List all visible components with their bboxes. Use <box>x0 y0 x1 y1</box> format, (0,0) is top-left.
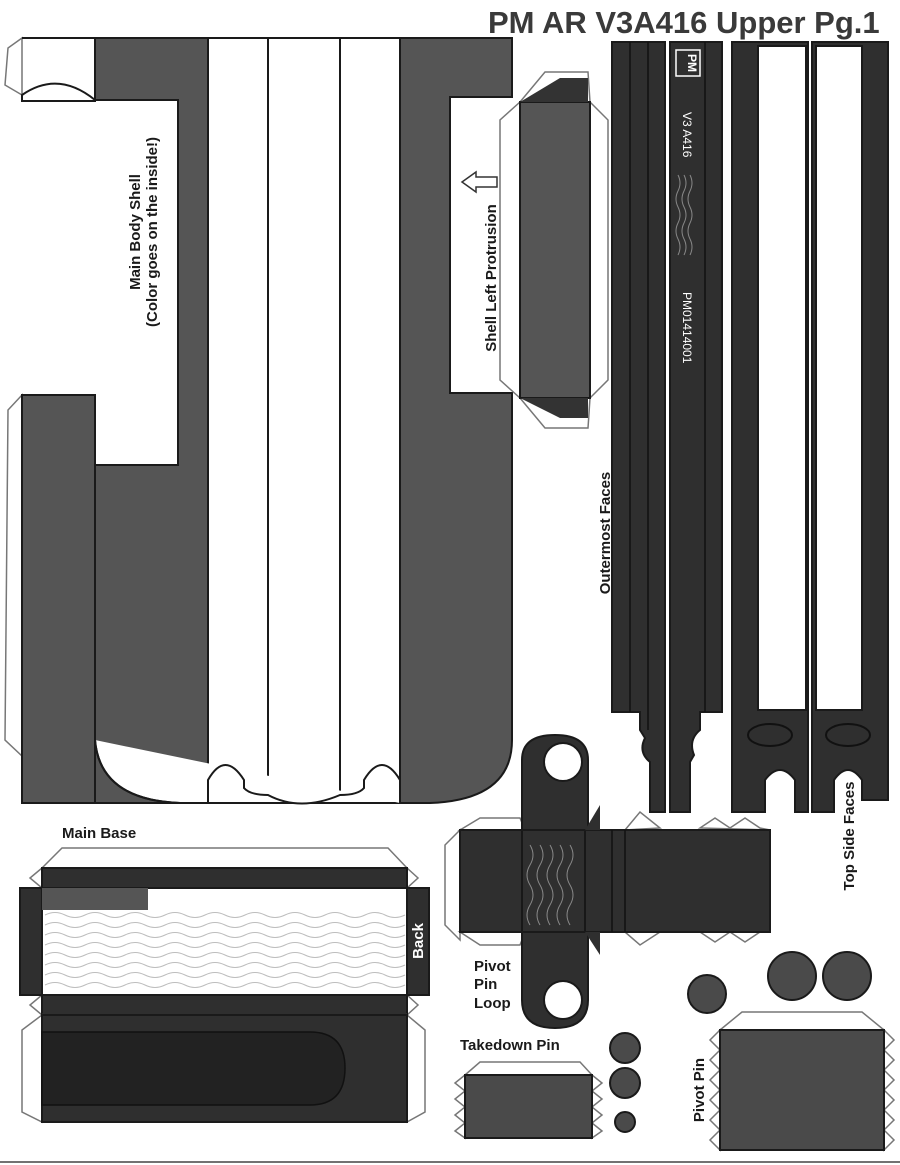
serial-text: PM01414001 <box>680 292 694 364</box>
pivot-pin-cap-1 <box>687 974 727 1014</box>
outermost-strip-1 <box>611 41 666 813</box>
svg-text:PM: PM <box>685 54 699 72</box>
pivot-loop-band <box>459 829 771 933</box>
svg-text:Pin: Pin <box>474 976 497 993</box>
shell-left-protrusion: Shell Left Protrusion <box>460 71 609 429</box>
top-side-faces-label: Top Side Faces <box>841 782 858 891</box>
takedown-pin-cap-small <box>614 1111 636 1133</box>
takedown-pin-cap-large <box>609 1032 641 1064</box>
protrusion-face <box>519 101 591 399</box>
main-base-wave <box>44 912 406 988</box>
model-text: V3 A416 <box>680 112 694 158</box>
slot-2 <box>825 723 871 747</box>
outermost-strip-2 <box>669 41 723 813</box>
pivot-loop-hole-bottom <box>543 980 583 1020</box>
takedown-pin-cap-medium <box>609 1067 641 1099</box>
svg-text:Main Body Shell: Main Body Shell <box>127 174 144 290</box>
pivot-pin-cap-2 <box>767 951 817 1001</box>
main-base-label: Main Base <box>62 825 136 842</box>
main-body-shell-label: Main Body Shell (Color goes on the insid… <box>127 137 161 327</box>
main-base: Main Base Back <box>19 825 430 1124</box>
shell-tab-top <box>4 36 23 97</box>
takedown-pin: Takedown Pin <box>453 1032 641 1140</box>
shell-left-protrusion-label: Shell Left Protrusion <box>483 204 500 352</box>
pivot-pin-wrap <box>719 1029 885 1151</box>
pivot-pin-cap-3 <box>822 951 872 1001</box>
pivot-pin-loop-label: Pivot Pin Loop <box>474 958 511 1012</box>
back-label: Back <box>410 922 427 959</box>
shell-tab-left <box>4 393 23 758</box>
page-title: PM AR V3A416 Upper Pg.1 <box>488 5 880 40</box>
pivot-pin: Pivot Pin <box>687 951 896 1152</box>
pivot-pin-label: Pivot Pin <box>691 1058 708 1122</box>
takedown-pin-label: Takedown Pin <box>460 1037 560 1054</box>
shell-white-band <box>207 37 401 804</box>
top-side-faces: Top Side Faces <box>731 41 889 891</box>
main-base-top-strip <box>41 867 408 889</box>
svg-text:Loop: Loop <box>474 995 511 1012</box>
outermost-faces-label: Outermost Faces <box>597 472 614 595</box>
pivot-pin-loop: Pivot Pin Loop <box>444 733 771 1030</box>
protrusion-tab-right <box>589 100 609 400</box>
main-body-shell: Main Body Shell (Color goes on the insid… <box>4 36 513 805</box>
pm-logo <box>675 49 701 77</box>
main-base-recess <box>41 1031 346 1106</box>
strip-wave-pattern <box>675 174 693 256</box>
main-base-back-end <box>406 887 430 996</box>
shell-notch <box>21 82 96 102</box>
protrusion-tab-left <box>499 100 521 400</box>
protrusion-arrow-icon <box>460 170 498 194</box>
pivot-loop-wave <box>526 844 574 926</box>
svg-text:(Color goes on the inside!): (Color goes on the inside!) <box>144 137 161 327</box>
slot-1 <box>747 723 793 747</box>
main-base-left-end <box>19 887 43 996</box>
takedown-pin-wrap <box>464 1074 593 1139</box>
pivot-loop-hole-top <box>543 742 583 782</box>
svg-text:Pivot: Pivot <box>474 958 511 975</box>
outermost-faces: PM V3 A416 PM01414001 Outermost Faces <box>597 41 723 813</box>
main-base-bottom-strip <box>41 994 408 1016</box>
